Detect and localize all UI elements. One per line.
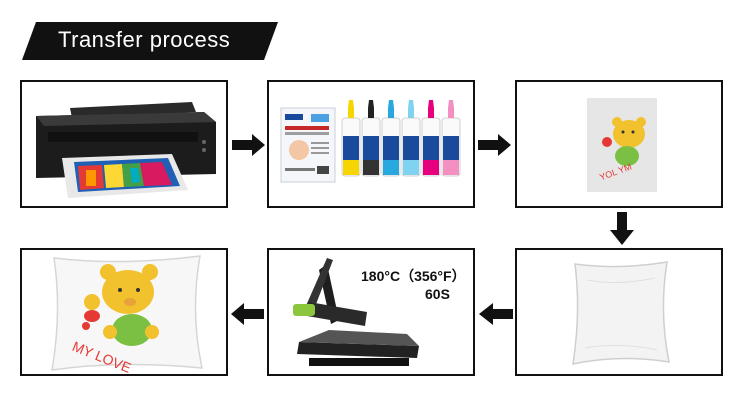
- step-heat-press: 180°C（356°F） 60S: [267, 248, 475, 376]
- title-banner: Transfer process: [22, 22, 278, 60]
- step-printed-transfer: YOL YM: [515, 80, 723, 208]
- step-finished-pillow: MY LOVE: [20, 248, 228, 376]
- printed-paper-image: YOL YM: [587, 98, 657, 192]
- arrow-down-icon: [610, 212, 634, 245]
- step-paper-and-inks: [267, 80, 475, 208]
- arrow-right-icon: [478, 134, 511, 156]
- press-time: 60S: [425, 286, 450, 302]
- step-blank-pillow: [515, 248, 723, 376]
- blank-pillow-image: [572, 261, 670, 365]
- arrow-left-icon: [479, 303, 513, 325]
- banner-shape: [22, 22, 278, 60]
- heat-press-image: [293, 258, 419, 366]
- step-printer: [20, 80, 228, 208]
- arrow-left-icon: [231, 303, 264, 325]
- finished-pillow-image: MY LOVE: [51, 255, 203, 374]
- press-temperature: 180°C（356°F）: [361, 268, 466, 284]
- paper-and-inks-image: [280, 100, 461, 183]
- printer-image: [36, 102, 216, 198]
- arrow-right-icon: [232, 134, 265, 156]
- page-title: Transfer process: [58, 27, 231, 52]
